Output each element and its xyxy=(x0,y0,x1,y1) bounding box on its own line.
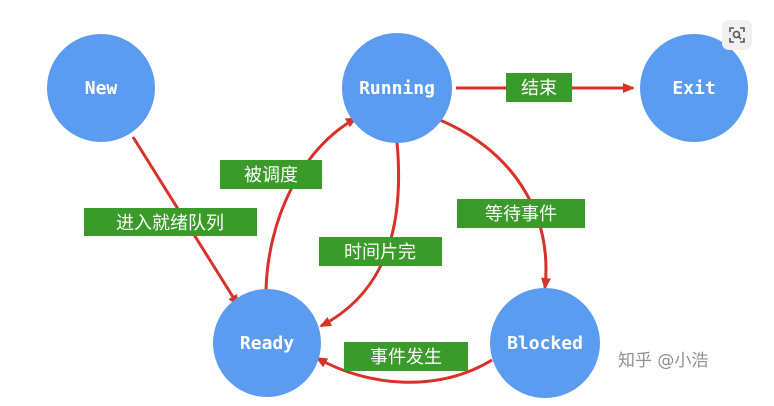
state-label-ready: Ready xyxy=(240,333,294,354)
state-label-exit: Exit xyxy=(672,78,715,99)
state-label-running: Running xyxy=(359,78,435,99)
state-label-new: New xyxy=(85,78,118,99)
state-label-blocked: Blocked xyxy=(507,333,583,354)
state-node-ready: Ready xyxy=(213,289,321,397)
watermark: 知乎 @小浩 xyxy=(618,351,709,371)
state-node-running: Running xyxy=(342,33,452,143)
edge-label-text-running-exit: 结束 xyxy=(521,78,557,99)
edges xyxy=(131,83,635,384)
edge-label-new-ready: 进入就绪队列 xyxy=(84,208,257,236)
edge-label-text-blocked-ready: 事件发生 xyxy=(370,347,442,368)
edge-ready-running xyxy=(264,116,358,291)
state-node-new: New xyxy=(47,34,155,142)
edge-blocked-ready xyxy=(315,356,493,384)
edge-running-ready xyxy=(319,141,401,328)
edge-label-blocked-ready: 事件发生 xyxy=(344,342,468,371)
state-node-blocked: Blocked xyxy=(490,288,600,398)
edge-label-running-ready: 时间片完 xyxy=(319,237,442,266)
edge-label-text-new-ready: 进入就绪队列 xyxy=(116,213,224,234)
edge-label-running-blocked: 等待事件 xyxy=(457,199,585,228)
edge-label-text-running-blocked: 等待事件 xyxy=(485,204,557,225)
edge-label-running-exit: 结束 xyxy=(506,73,572,102)
edge-label-text-running-ready: 时间片完 xyxy=(344,242,416,263)
edge-label-ready-running: 被调度 xyxy=(220,160,322,189)
image-search-button[interactable] xyxy=(722,20,752,50)
image-search-icon xyxy=(729,27,745,43)
edge-running-blocked xyxy=(439,118,551,290)
state-node-exit: Exit xyxy=(640,34,748,142)
edge-label-text-ready-running: 被调度 xyxy=(244,165,298,186)
